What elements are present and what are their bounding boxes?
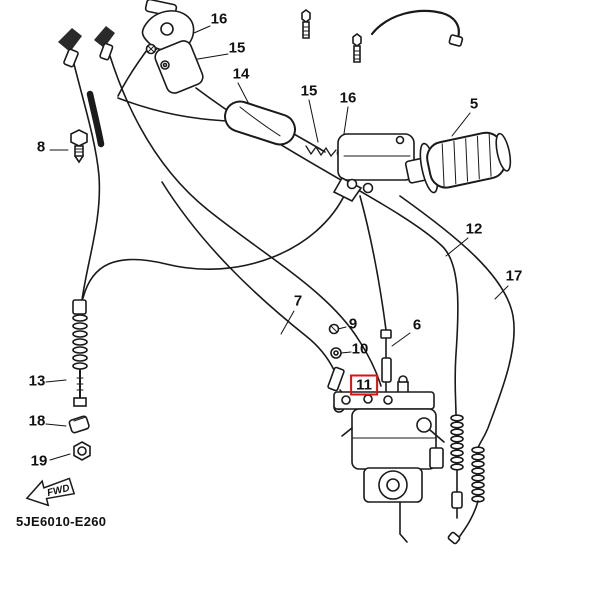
cable-housing-stub xyxy=(117,45,151,97)
part-label-9[interactable]: 9 xyxy=(348,315,358,333)
cable-to-boot xyxy=(117,97,227,122)
adjuster-13 xyxy=(72,299,88,407)
cable-12-run xyxy=(195,87,459,417)
part-label-16-top[interactable]: 16 xyxy=(210,10,228,28)
cable-7-run xyxy=(161,181,335,371)
fwd-text: FWD xyxy=(46,483,71,499)
part-label-12[interactable]: 12 xyxy=(465,220,483,238)
cables xyxy=(73,45,515,449)
part-label-6[interactable]: 6 xyxy=(412,316,422,334)
throttle-grip-5 xyxy=(404,131,512,194)
bolt-8 xyxy=(70,129,88,164)
cable-cross-center xyxy=(109,55,382,387)
cable-left-to-adjuster xyxy=(73,63,101,301)
screw-9-washer-10 xyxy=(328,323,342,359)
boot-14 xyxy=(224,100,296,146)
part-label-18[interactable]: 18 xyxy=(28,412,46,430)
part-label-14[interactable]: 14 xyxy=(232,65,250,83)
cable-12-end xyxy=(450,414,464,519)
part-label-13[interactable]: 13 xyxy=(28,372,46,390)
cable-boot-to-housing xyxy=(293,133,326,153)
cable-housing-to-left xyxy=(82,191,347,299)
screw-16-top xyxy=(145,43,157,55)
cable-left-boot xyxy=(86,90,105,148)
part-18 xyxy=(68,415,90,434)
part-label-5[interactable]: 5 xyxy=(469,95,479,113)
part-label-7[interactable]: 7 xyxy=(293,292,303,310)
cable-17-run xyxy=(399,195,515,449)
part-label-17[interactable]: 17 xyxy=(505,267,523,285)
top-left-cable-ends xyxy=(58,26,115,68)
part-label-10[interactable]: 10 xyxy=(351,340,369,358)
handlebar-end-rod xyxy=(370,9,464,47)
part-label-15-top[interactable]: 15 xyxy=(228,39,246,57)
diagram-code: 5JE6010-E260 xyxy=(16,514,107,529)
switch-housing-assembly xyxy=(141,0,204,94)
throttle-housing xyxy=(332,133,415,203)
carburetor-assembly xyxy=(333,375,445,543)
part-label-8[interactable]: 8 xyxy=(36,138,46,156)
cable-6-run xyxy=(359,195,387,331)
fwd-arrow: FWD xyxy=(25,477,76,507)
nut-19 xyxy=(73,441,91,461)
washer-15-top xyxy=(160,60,170,70)
part-label-19[interactable]: 19 xyxy=(30,452,48,470)
part-label-15-mid[interactable]: 15 xyxy=(300,82,318,100)
part-label-11-highlighted[interactable]: 11 xyxy=(350,374,378,396)
part-label-16-mid[interactable]: 16 xyxy=(339,89,357,107)
top-right-bolts xyxy=(301,9,362,63)
cable-17-end xyxy=(447,446,485,545)
